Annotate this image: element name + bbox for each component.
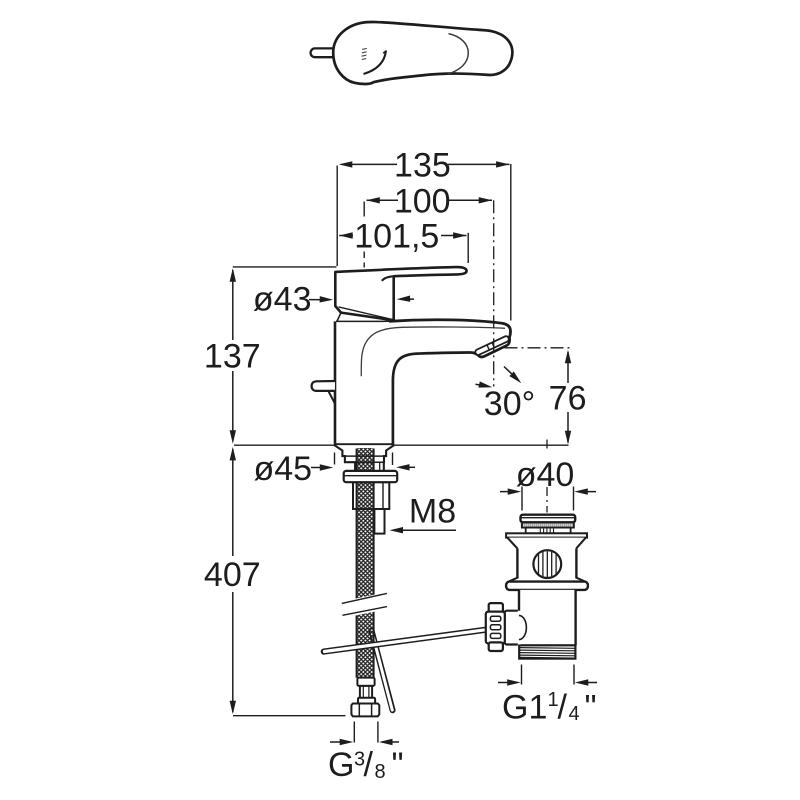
svg-text:3: 3 — [354, 749, 365, 771]
svg-text:1: 1 — [548, 689, 559, 711]
svg-text:4: 4 — [569, 703, 580, 725]
svg-text:76: 76 — [549, 379, 587, 417]
svg-text:137: 137 — [204, 338, 261, 376]
svg-text:": " — [392, 746, 404, 784]
svg-text:30°: 30° — [484, 385, 535, 423]
svg-text:": " — [585, 689, 597, 727]
svg-text:ø43: ø43 — [253, 281, 312, 319]
svg-text:G1: G1 — [502, 689, 547, 727]
svg-text:ø45: ø45 — [254, 450, 313, 488]
svg-text:ø40: ø40 — [516, 456, 575, 494]
svg-text:100: 100 — [394, 182, 451, 220]
svg-text:101,5: 101,5 — [354, 218, 439, 256]
svg-text:/: / — [558, 689, 568, 727]
svg-text:135: 135 — [394, 146, 451, 184]
svg-text:/: / — [364, 746, 374, 784]
svg-text:M8: M8 — [409, 493, 456, 531]
svg-text:G: G — [328, 746, 354, 784]
svg-text:407: 407 — [204, 556, 261, 594]
svg-text:8: 8 — [375, 761, 386, 783]
